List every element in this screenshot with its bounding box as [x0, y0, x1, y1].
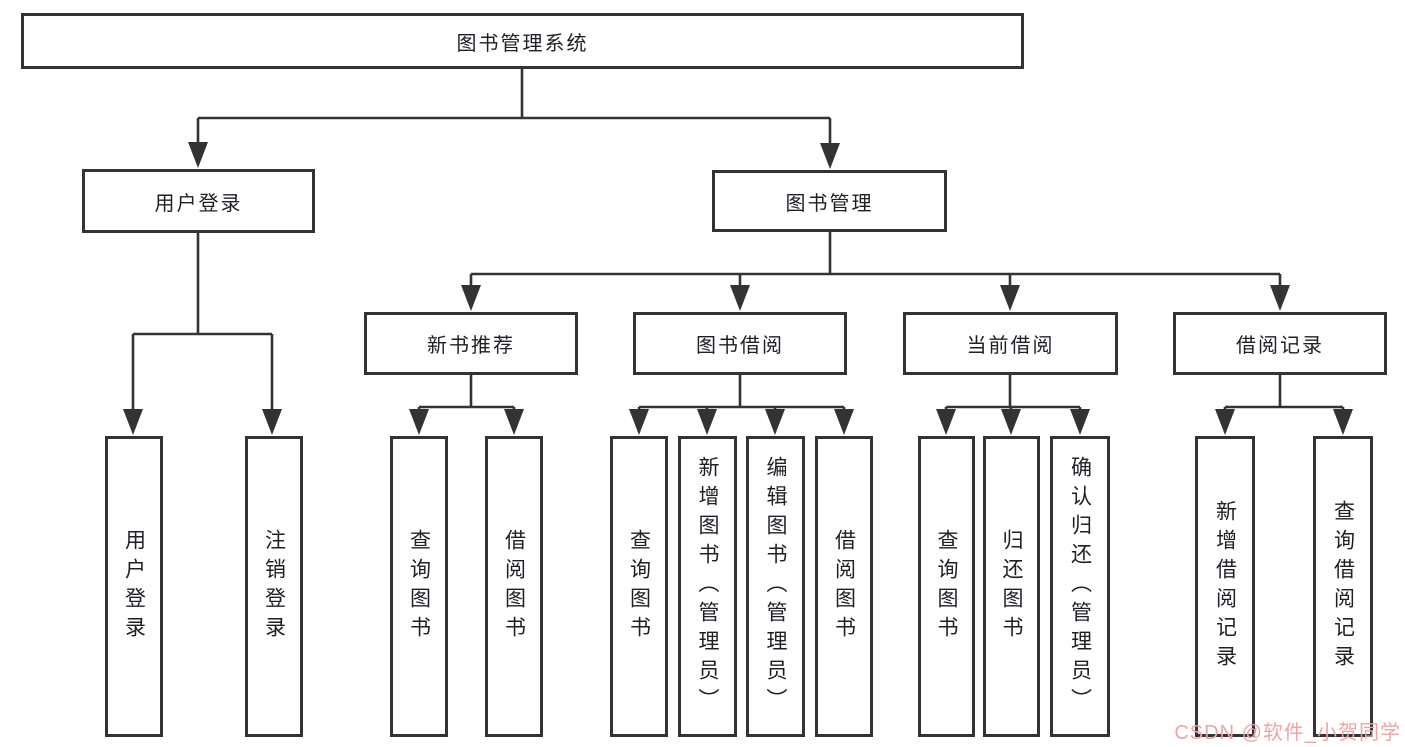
leaf-confirm-return-admin: 确认归还（管理员）	[1050, 436, 1110, 737]
book-borrow-node: 图书借阅	[633, 312, 847, 375]
leaf-return-books: 归还图书	[983, 436, 1040, 737]
leaf-user-login: 用户登录	[105, 436, 163, 737]
root-node: 图书管理系统	[21, 13, 1024, 69]
user-login-node: 用户登录	[82, 169, 315, 233]
leaf-add-borrow-record: 新增借阅记录	[1195, 436, 1255, 737]
csdn-watermark: CSDN @软件_小贺同学	[1174, 722, 1401, 744]
book-management-node: 图书管理	[712, 170, 947, 232]
leaf-borrow-books: 借阅图书	[815, 436, 873, 737]
leaf-query-books-current: 查询图书	[918, 436, 975, 737]
leaf-edit-books-admin: 编辑图书（管理员）	[746, 436, 805, 737]
leaf-add-books-admin: 新增图书（管理员）	[678, 436, 737, 737]
leaf-query-books-recommend: 查询图书	[390, 436, 448, 737]
current-borrow-node: 当前借阅	[903, 312, 1118, 375]
leaf-query-borrow-record: 查询借阅记录	[1313, 436, 1373, 737]
leaf-query-books-borrow: 查询图书	[610, 436, 668, 737]
leaf-logout: 注销登录	[245, 436, 303, 737]
new-book-recommend-node: 新书推荐	[364, 312, 578, 375]
borrow-records-node: 借阅记录	[1173, 312, 1387, 375]
leaf-borrow-books-recommend: 借阅图书	[485, 436, 543, 737]
